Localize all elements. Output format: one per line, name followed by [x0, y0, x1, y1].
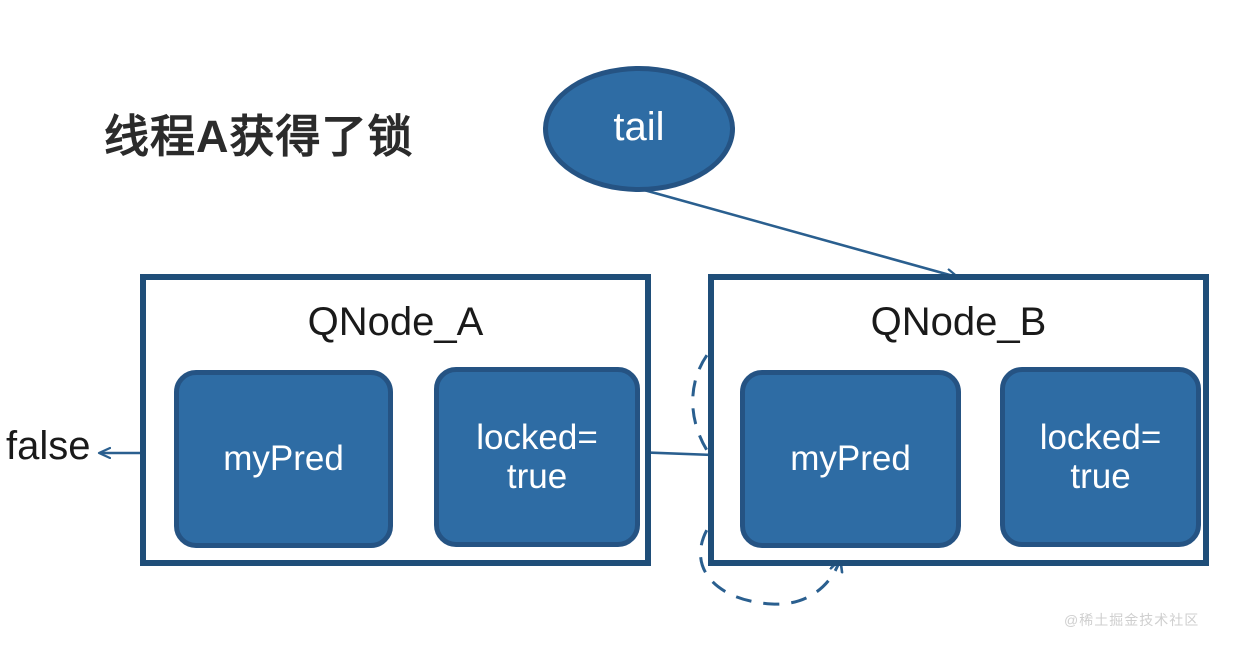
qnode-a-locked-line2: true	[506, 457, 568, 496]
edge-tail-to-qnode-b	[643, 188, 957, 277]
qnode-b-container[interactable]: QNode_B myPred locked= true	[708, 274, 1209, 566]
edge-b-mypred-spin-loop-lower	[699, 488, 840, 606]
watermark: @稀土掘金技术社区	[1064, 612, 1200, 628]
qnode-a-locked-line1: locked=	[476, 417, 598, 457]
qnode-b-title: QNode_B	[870, 300, 1047, 344]
tail-node-label: tail	[613, 105, 665, 149]
qnode-a-container[interactable]: QNode_A myPred locked= true	[140, 274, 651, 566]
page-title: 线程A获得了锁	[104, 111, 414, 162]
qnode-a-mypred-field[interactable]: myPred	[174, 370, 393, 548]
qnode-b-locked-line2: true	[1070, 457, 1131, 496]
qnode-b-mypred-field[interactable]: myPred	[740, 370, 961, 548]
false-label: false	[6, 424, 91, 468]
qnode-b-locked-field[interactable]: locked= true	[1000, 367, 1201, 547]
qnode-b-locked-label: locked= true	[1040, 418, 1162, 496]
qnode-b-locked-line1: locked=	[1039, 417, 1162, 457]
tail-node[interactable]: tail	[543, 66, 735, 192]
qnode-b-mypred-label: myPred	[790, 439, 911, 479]
qnode-a-title: QNode_A	[307, 300, 484, 344]
qnode-a-locked-label: locked= true	[476, 418, 598, 496]
qnode-a-locked-field[interactable]: locked= true	[434, 367, 640, 547]
qnode-a-mypred-label: myPred	[223, 439, 344, 479]
